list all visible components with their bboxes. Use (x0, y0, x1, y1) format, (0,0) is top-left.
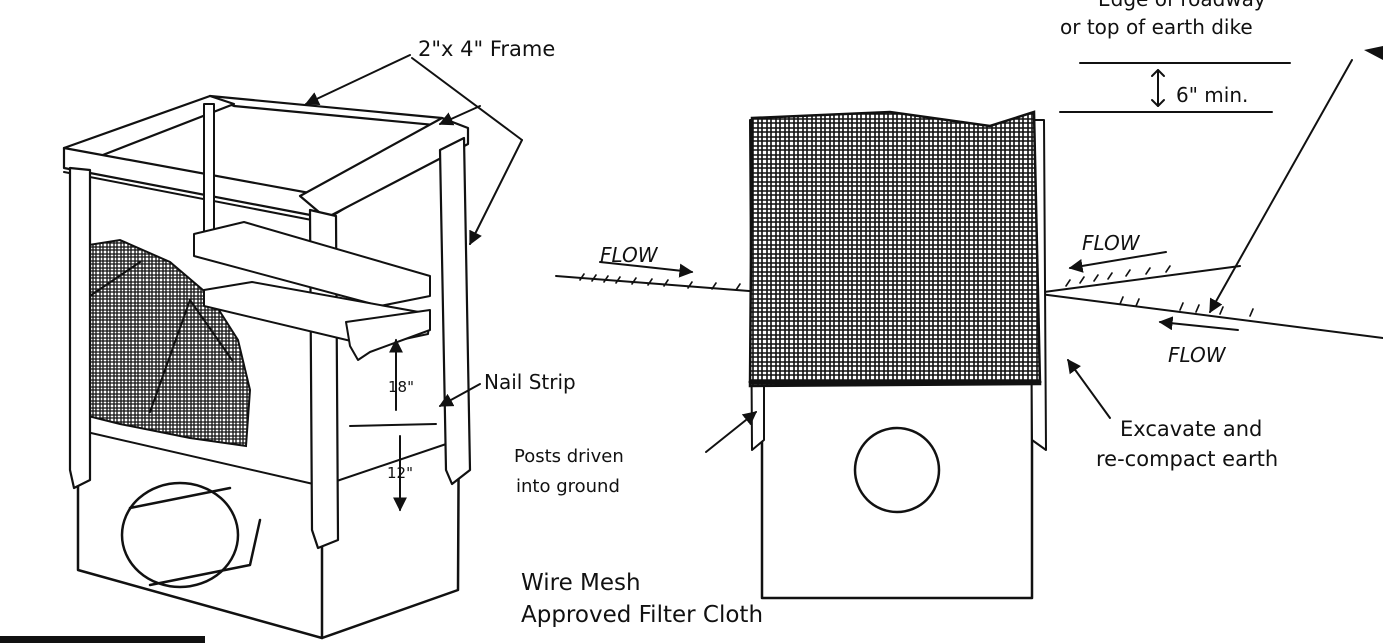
edge-label-line1: Edge of roadway (1098, 0, 1266, 11)
dim-12-label: 12" (387, 464, 413, 482)
flow-right-lower-label: FLOW (1168, 343, 1227, 367)
box-right-face (320, 178, 462, 640)
frame-label: 2"x 4" Frame (418, 37, 555, 61)
nail-strip-bar (349, 423, 437, 427)
top-rail-back (208, 94, 468, 130)
edge-leader (1209, 59, 1353, 314)
nail-strip-leader (438, 383, 481, 407)
mesh-fold-line (83, 261, 233, 413)
excavate-label-line2: re-compact earth (1096, 447, 1278, 471)
posts-label-line2: into ground (516, 476, 620, 497)
frame-leader-1 (304, 54, 411, 105)
section-view: 6" min. Edge of roadway or top of earth … (514, 0, 1383, 628)
wire-mesh-label: Wire Mesh (521, 570, 641, 596)
section-pipe (853, 426, 941, 514)
outlet-pipe (120, 481, 262, 589)
isometric-view: 18" 12" Nail Strip 2"x 4" Frame (62, 37, 576, 640)
posts-label-line1: Posts driven (514, 446, 624, 467)
box-cloth-line (77, 429, 459, 487)
flow-right-upper-arrow (1068, 251, 1167, 273)
post-back-right (438, 136, 472, 486)
dim-18-label: 18" (388, 378, 414, 396)
dike-line (1043, 265, 1241, 293)
flow-right-lower-arrow (1158, 316, 1239, 331)
flow-right-upper-label: FLOW (1082, 231, 1141, 255)
posts-leader (705, 411, 758, 453)
flow-left-arrow (599, 261, 694, 278)
post-front-left (68, 166, 92, 490)
nail-strip-label: Nail Strip (484, 370, 576, 394)
border-bar (0, 636, 205, 643)
cross-member-step (345, 309, 431, 361)
edge-leader-arrowhead (1364, 46, 1383, 60)
section-box (760, 380, 1034, 600)
frame-leader-3 (469, 139, 523, 246)
six-min-ticks (1151, 69, 1165, 107)
filter-cloth-label: Approved Filter Cloth (521, 602, 763, 628)
ground-line-left (555, 275, 763, 293)
dimension-18: 18" (388, 338, 414, 411)
ground-line-right (1039, 293, 1383, 339)
frame-leader-2 (411, 57, 523, 141)
cross-member-upper (193, 221, 431, 307)
post-back-left (203, 103, 215, 251)
six-min-label: 6" min. (1176, 83, 1248, 107)
grass-left (579, 273, 741, 291)
frame-leader-4 (438, 105, 481, 126)
dimension-12: 12" (387, 435, 413, 512)
edge-label-line2: or top of earth dike (1060, 15, 1253, 39)
excavate-label-line1: Excavate and (1120, 417, 1262, 441)
excavate-leader (1067, 358, 1111, 419)
top-rail-front (62, 146, 328, 220)
wire-mesh-patch (68, 238, 252, 448)
section-mesh-panel (748, 110, 1042, 388)
